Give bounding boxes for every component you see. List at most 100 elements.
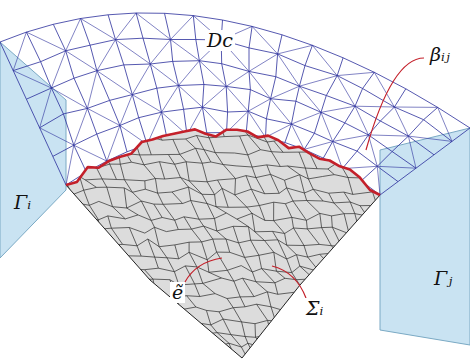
mesh-edge [382,113,397,115]
mesh-edge [100,310,116,312]
mesh-edge [95,140,105,154]
mesh-edge [248,359,256,360]
mesh-edge [135,269,143,279]
mesh-edge [252,26,278,54]
leader-line [185,258,222,282]
mesh-edge [135,115,146,117]
mesh-edge [26,24,53,32]
mesh-edge [0,32,26,42]
mesh-edge [343,112,352,115]
mesh-edge [374,336,383,351]
mesh-edge [267,292,271,307]
mesh-edge [285,204,291,218]
mesh-edge [312,130,313,143]
mesh-edge [321,112,345,123]
mesh-edge [195,284,200,297]
mesh-edge [337,307,351,309]
mesh-edge [344,192,350,202]
mesh-edge [245,337,248,344]
mesh-edge [249,26,252,48]
mesh-edge [146,350,155,362]
mesh-edge [179,252,189,258]
mesh-edge [80,204,82,218]
mesh-edge [55,217,69,218]
mesh-edge [283,152,299,153]
mesh-edge [271,174,280,193]
mesh-edge [99,229,108,245]
mesh-edge [317,295,326,297]
mesh-edge [408,120,423,136]
mesh-edge [278,45,313,54]
mesh-edge [90,227,99,229]
mesh-edge [171,40,200,61]
mesh-edge [66,152,77,155]
mesh-edge [211,319,223,325]
mesh-edge [233,308,241,322]
mesh-edge [248,343,264,347]
mesh-edge [246,99,258,100]
mesh-edge [75,283,91,284]
mesh-edge [72,195,80,204]
mesh-edge [312,45,337,75]
mesh-edge [390,305,395,324]
mesh-edge [92,260,100,272]
mesh-edge [173,139,186,140]
mesh-edge [140,155,144,165]
mesh-edge [53,285,56,294]
mesh-edge [88,356,103,358]
mesh-edge [168,155,174,165]
mesh-edge [150,61,172,64]
mesh-edge [376,227,378,239]
mesh-edge [359,336,374,338]
mesh-edge [197,136,210,138]
mesh-edge [300,175,309,179]
mesh-edge [227,299,233,308]
mesh-edge [107,126,120,162]
mesh-edge [196,307,207,310]
mesh-edge [337,58,343,76]
mesh-edge [83,139,95,141]
mesh-edge [132,189,145,192]
mesh-edge [222,64,249,72]
mesh-edge [342,135,353,141]
mesh-edge [180,331,194,335]
mesh-edge [274,217,292,220]
mesh-edge [67,163,80,177]
mesh-edge [345,322,349,335]
mesh-edge [171,16,194,40]
mesh-edge [287,255,297,259]
mesh-edge [137,246,141,256]
mesh-edge [297,255,300,266]
mesh-edge [97,187,107,188]
mesh-edge [112,272,116,283]
mesh-edge [150,64,157,88]
mesh-edge [90,40,115,46]
mesh-edge [66,226,76,230]
mesh-edge [72,190,84,195]
mesh-edge [143,280,150,295]
mesh-edge [191,201,199,220]
mesh-edge [390,291,392,305]
mesh-edge [359,227,376,230]
mesh-edge [207,182,214,195]
mesh-edge [160,162,165,179]
mesh-edge [390,323,395,335]
mesh-edge [287,245,304,246]
mesh-edge [313,140,328,143]
mesh-edge [222,64,227,87]
mesh-edge [365,281,366,295]
mesh-edge [160,325,164,337]
mesh-edge [333,360,350,361]
mesh-edge [162,139,173,141]
mesh-edge [438,107,452,141]
mesh-edge [175,217,184,220]
mesh-edge [235,195,247,207]
mesh-edge [327,135,342,140]
mesh-edge [65,179,73,195]
mesh-edge [172,187,189,192]
domain-label: Dc [205,30,235,51]
mesh-edge [137,127,153,129]
mesh-edge [84,296,94,298]
mesh-edge [151,218,162,221]
boundary-label: Γⱼ [432,268,454,289]
